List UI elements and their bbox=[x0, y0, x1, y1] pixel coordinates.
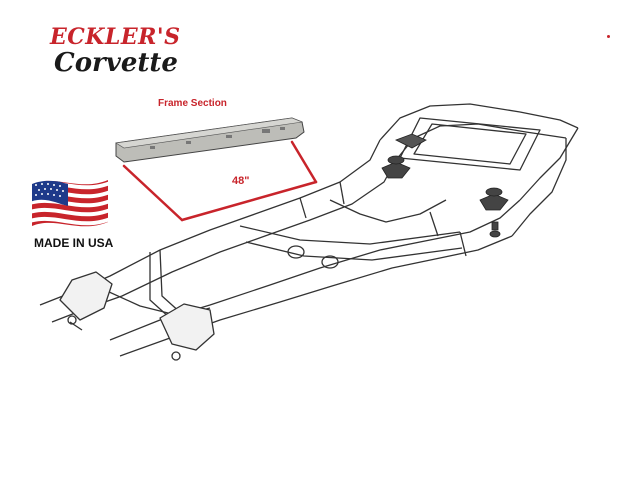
frame-section-label: Frame Section bbox=[158, 98, 227, 109]
red-dot-icon bbox=[607, 35, 610, 38]
frame-section-part bbox=[115, 117, 305, 163]
made-in-usa-label: MADE IN USA bbox=[34, 236, 114, 250]
chassis-frame-illustration bbox=[39, 103, 579, 361]
dimension-line bbox=[122, 140, 318, 222]
dimension-label: 48" bbox=[232, 175, 250, 187]
us-flag-icon bbox=[32, 180, 108, 227]
body-mount-parts bbox=[381, 133, 509, 238]
logo-eckler-text: ECKLER'S bbox=[50, 24, 181, 50]
logo-corvette-text: Corvette bbox=[54, 48, 178, 78]
